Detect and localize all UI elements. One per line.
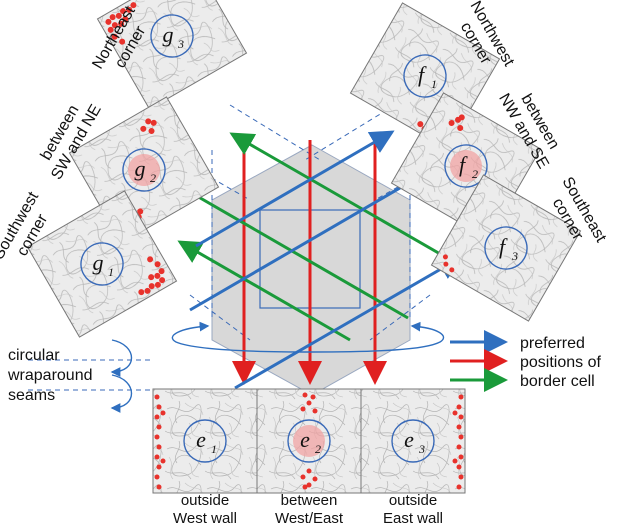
label-outside-east-wall: outside East wall — [383, 492, 443, 527]
firing-cluster — [105, 2, 137, 45]
label-g1-sym: g — [93, 250, 104, 275]
cell-circle — [391, 419, 435, 463]
label-e3-sub: 3 — [418, 442, 425, 456]
panel-e1: e 1 — [152, 388, 258, 494]
label-g3-sub: 3 — [177, 37, 184, 51]
firing-cluster — [442, 254, 455, 273]
label-f2-sym: f — [459, 152, 468, 177]
svg-text:East wall: East wall — [383, 510, 443, 527]
svg-text:West wall: West wall — [173, 510, 237, 527]
label-e3-sym: e — [404, 427, 414, 452]
svg-text:outside: outside — [181, 492, 229, 509]
cell-circle — [150, 14, 194, 58]
svg-text:circular: circular — [8, 347, 60, 364]
svg-text:seams: seams — [8, 387, 55, 404]
firing-cluster — [300, 392, 318, 490]
panel-g1 — [26, 190, 178, 338]
cell-circle — [484, 226, 528, 270]
cell-circle — [287, 419, 331, 463]
label-g2-sub: 2 — [150, 171, 156, 185]
cell-circle — [80, 242, 124, 286]
svg-text:West/East: West/East — [275, 510, 344, 527]
wraparound-arrows — [110, 321, 445, 413]
panel-e2: e 2 — [256, 388, 362, 494]
label-g1-sub: 1 — [108, 265, 114, 279]
panel-e3: e 3 — [360, 388, 466, 494]
firing-cluster — [154, 394, 166, 490]
cell-circle — [403, 54, 447, 98]
svg-text:between: between — [281, 492, 338, 509]
label-e2-sub: 2 — [315, 442, 321, 456]
label-f1-sym: f — [418, 62, 427, 87]
svg-text:outside: outside — [389, 492, 437, 509]
legend-line-3: border cell — [520, 373, 595, 390]
svg-text:wraparound: wraparound — [7, 367, 93, 384]
label-outside-west-wall: outside West wall — [173, 492, 237, 527]
cell-circle — [122, 148, 166, 192]
label-between-west-east: between West/East — [275, 492, 344, 527]
firing-cluster — [452, 394, 464, 490]
legend-line-2: positions of — [520, 354, 601, 371]
legend: preferred positions of border cell — [450, 330, 601, 392]
firing-cluster — [138, 256, 166, 296]
label-f2-sub: 2 — [472, 167, 478, 181]
panel-f3 — [430, 174, 582, 322]
label-f3-sym: f — [499, 234, 508, 259]
label-e1-sub: 1 — [211, 442, 217, 456]
label-circular-wraparound-seams: circular wraparound seams — [7, 347, 93, 404]
label-f3-sub: 3 — [511, 249, 518, 263]
label-g3-sym: g — [163, 22, 174, 47]
cell-circle — [183, 419, 227, 463]
label-f1-sub: 1 — [431, 77, 437, 91]
legend-line-1: preferred — [520, 335, 585, 352]
panel-g3 — [96, 0, 248, 110]
label-e2-sym: e — [300, 427, 310, 452]
label-e1-sym: e — [196, 427, 206, 452]
label-g2-sym: g — [135, 156, 146, 181]
